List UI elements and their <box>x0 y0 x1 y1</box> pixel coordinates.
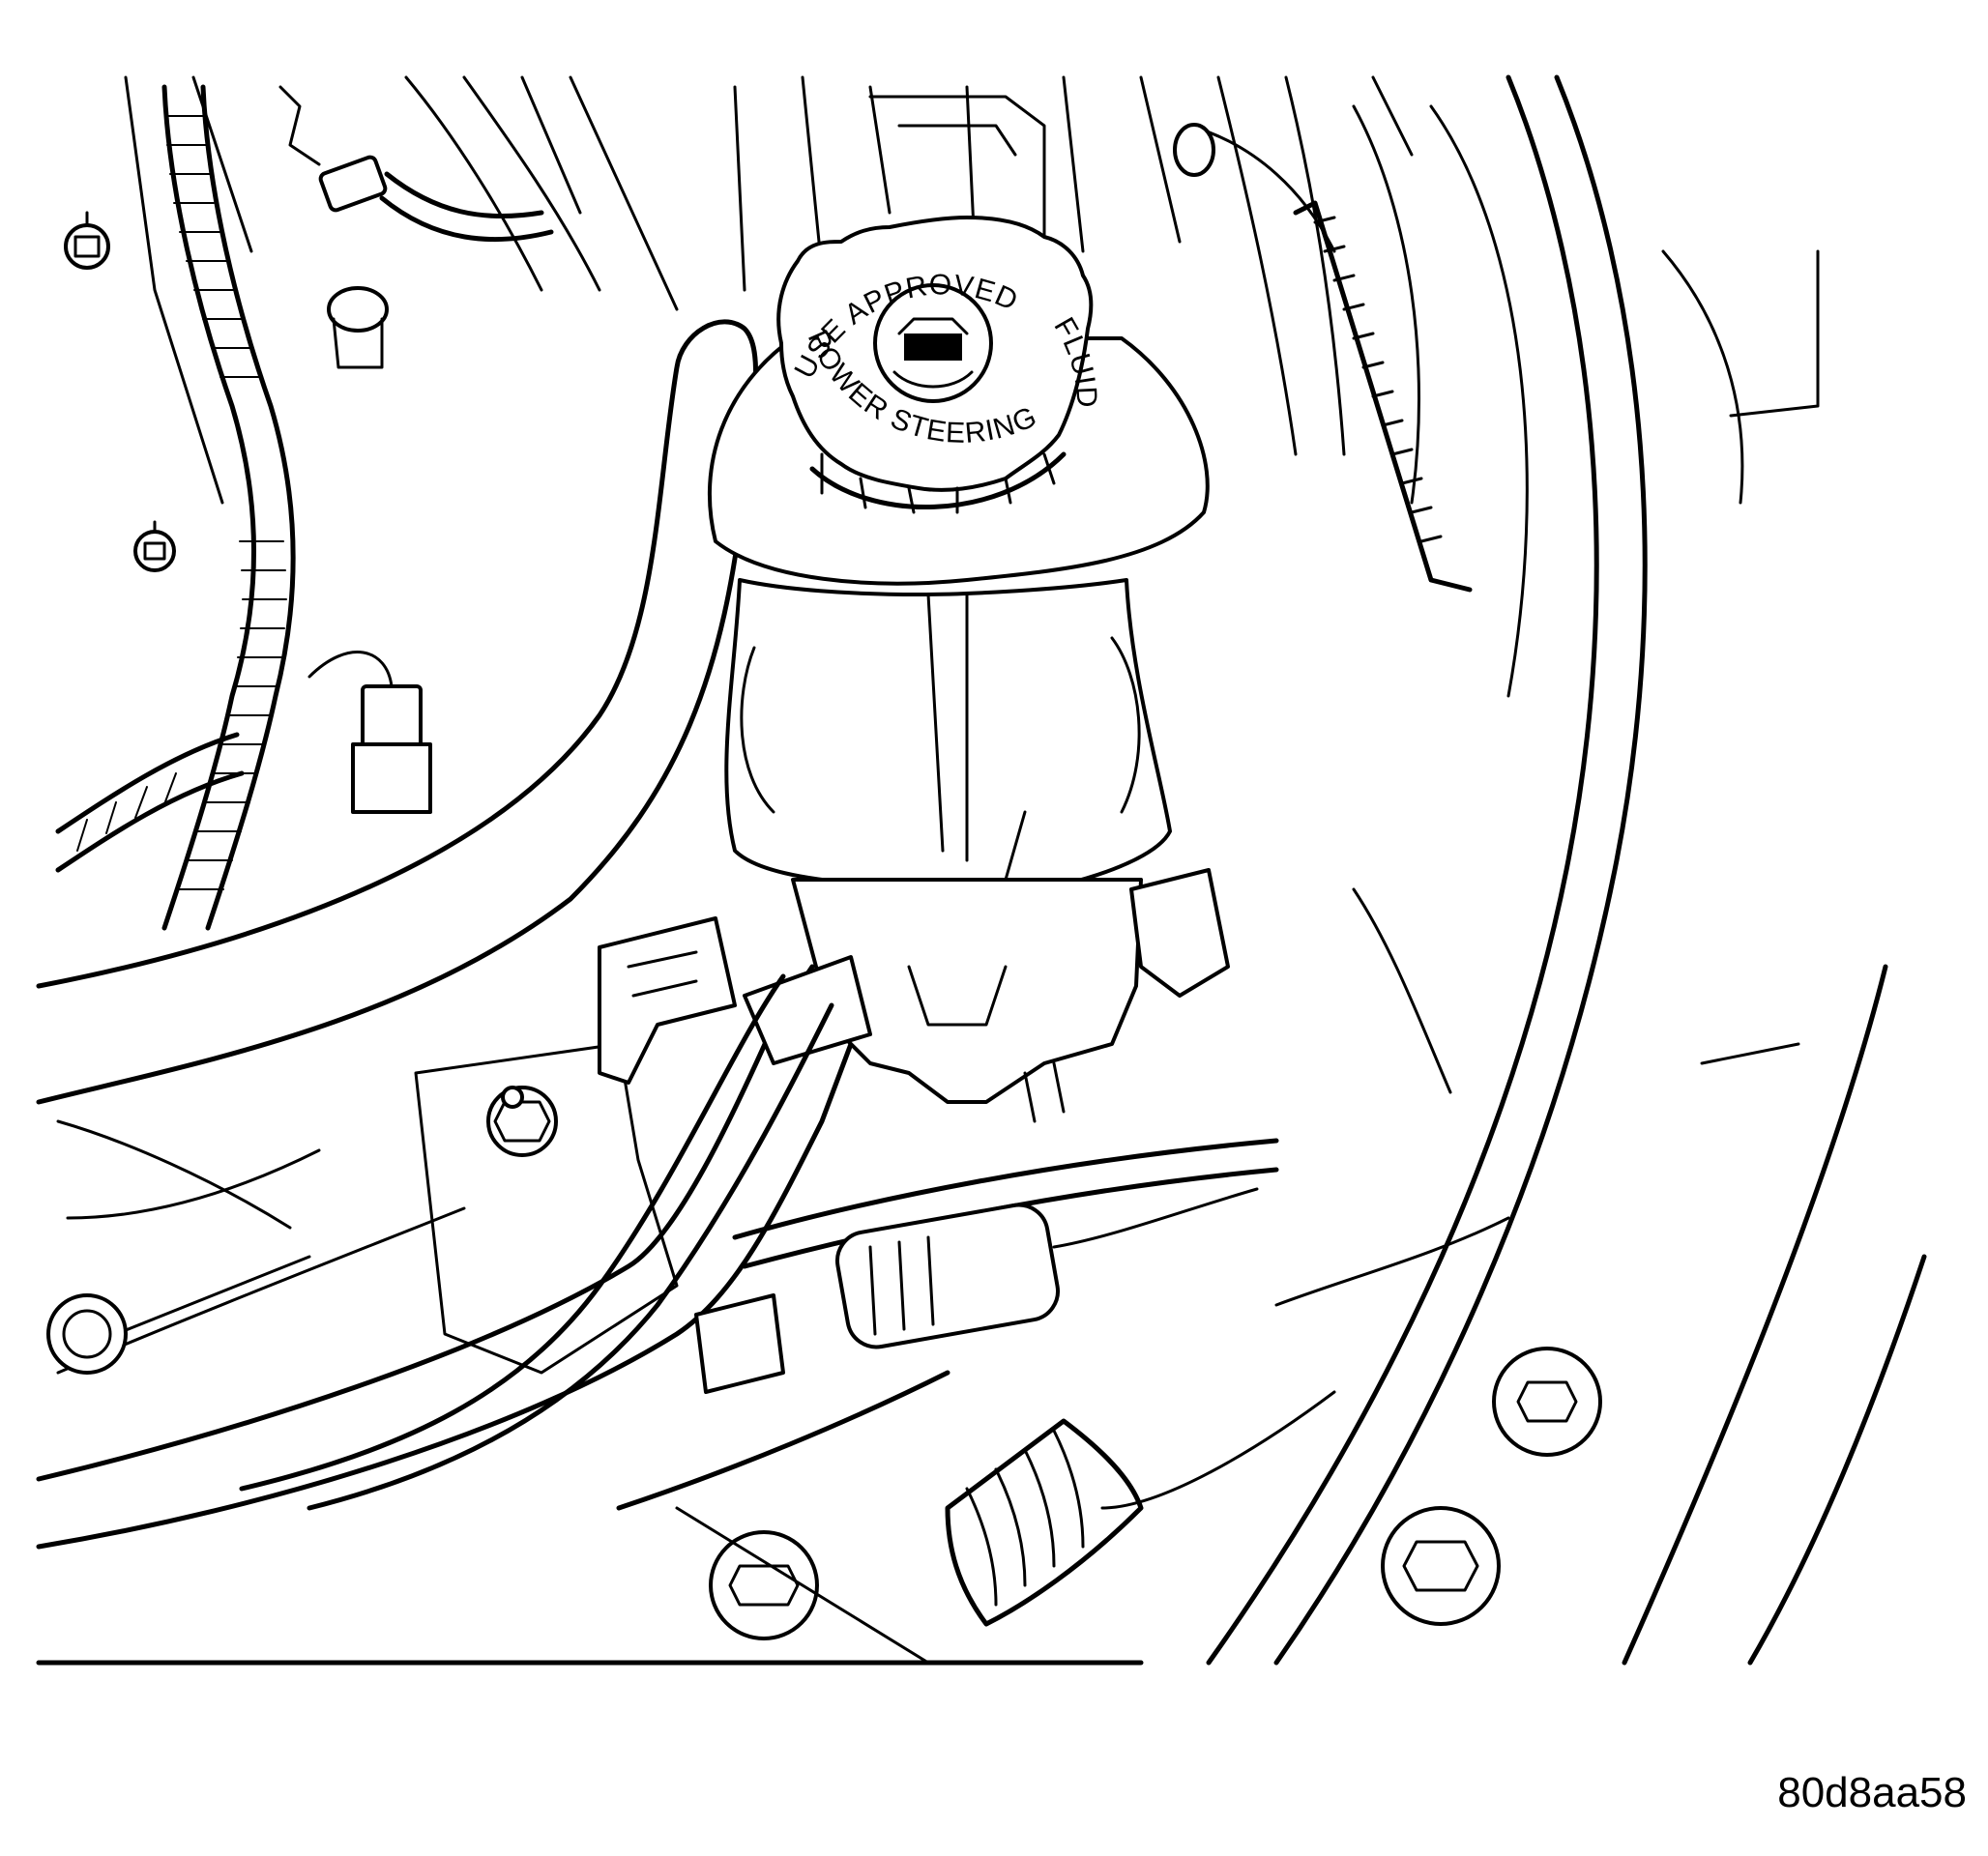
harness-ribs <box>165 115 287 890</box>
lower-frame <box>36 887 1800 1666</box>
pressure-line-fitting <box>694 1138 1279 1394</box>
upper-left-bolts <box>64 211 176 572</box>
upper-structure <box>124 75 1414 505</box>
figure-code: 80d8aa58 <box>1777 1769 1967 1816</box>
steering-rack-boot <box>616 1370 1144 1627</box>
large-hose <box>36 319 759 1105</box>
right-side-bolts <box>709 1347 1602 1640</box>
sensor-connectors <box>278 85 554 814</box>
right-frame <box>1206 74 1927 1666</box>
mounting-bracket <box>414 1042 679 1375</box>
wiring-harness <box>55 84 296 931</box>
ribbed-strip <box>1173 123 1473 593</box>
return-hose <box>239 973 834 1511</box>
hose-clamps <box>598 868 1230 1085</box>
lower-left-arm <box>36 964 854 1550</box>
